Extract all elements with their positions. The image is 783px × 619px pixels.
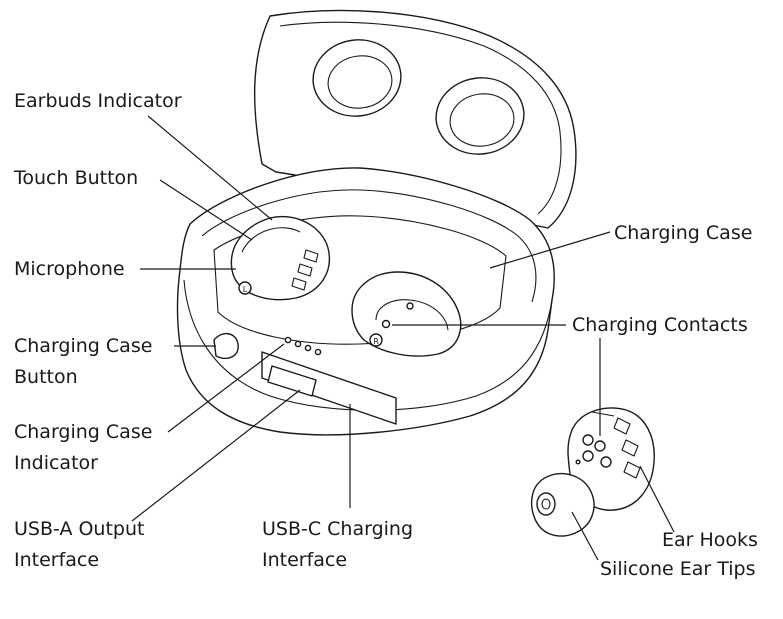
leader-silicone-ear-tips xyxy=(571,511,599,561)
leader-ear-hooks xyxy=(639,465,675,533)
loose-earbud xyxy=(531,407,655,537)
label-ear-hooks: Ear Hooks xyxy=(662,529,758,551)
label-charging-case: Charging Case xyxy=(614,222,752,244)
leader-case-indicator xyxy=(167,343,285,433)
label-charging-case-button-line1: Charging Case xyxy=(14,335,152,357)
label-charging-case-indicator-line2: Indicator xyxy=(14,452,98,474)
label-earbuds-indicator: Earbuds Indicator xyxy=(14,90,182,112)
label-charging-case-indicator-line1: Charging Case xyxy=(14,421,152,443)
leader-touch-button xyxy=(159,179,253,241)
right-marking: R xyxy=(373,337,379,346)
leader-usb-a xyxy=(131,389,301,522)
labels: Earbuds Indicator Touch Button Microphon… xyxy=(13,90,758,580)
label-microphone: Microphone xyxy=(14,258,125,280)
label-charging-contacts: Charging Contacts xyxy=(572,314,748,336)
label-silicone-ear-tips: Silicone Ear Tips xyxy=(600,558,756,580)
leader-earbuds-indicator xyxy=(147,115,273,221)
left-earbud: L xyxy=(230,216,330,301)
leader-lines xyxy=(131,115,675,561)
right-earbud: R xyxy=(351,271,462,357)
label-charging-case-button-line2: Button xyxy=(14,366,78,388)
label-usb-a-line2: Interface xyxy=(14,549,99,571)
label-touch-button: Touch Button xyxy=(13,167,138,189)
label-usb-c-line1: USB-C Charging xyxy=(262,518,413,540)
label-usb-c-line2: Interface xyxy=(262,549,347,571)
leader-charging-case xyxy=(489,231,611,269)
label-usb-a-line1: USB-A Output xyxy=(14,518,144,540)
left-marking: L xyxy=(243,285,248,294)
